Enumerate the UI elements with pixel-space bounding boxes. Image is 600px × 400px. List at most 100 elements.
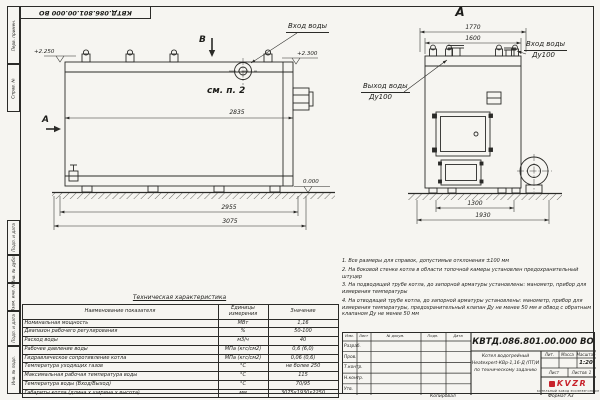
- margin-label: Инв. № дубл.: [10, 254, 16, 284]
- spec-cell: 3075х1930х2250: [267, 388, 339, 399]
- format-label: Формат А3: [548, 393, 574, 399]
- front-view-drawing: [52, 49, 335, 199]
- spec-header: Значение: [267, 304, 339, 320]
- spec-cell: 40: [267, 336, 339, 346]
- tb-scale-label: Масштаб: [576, 352, 596, 357]
- spec-cell: °С: [217, 379, 269, 390]
- company-logo: KVZR КОТЕЛЬНЫЙ ЗАВОД РОСЭНЕРГОПРОМ: [537, 378, 599, 395]
- spec-cell: Температура уходящих газов: [21, 362, 219, 372]
- spec-header: Наименование показателя: [21, 304, 219, 320]
- tb-col-podp: Подп.: [427, 334, 439, 338]
- frame-margin-box: Взам. инв. №: [6, 282, 20, 312]
- elevation-top-label: +2.250: [34, 49, 55, 55]
- spec-cell: м3/ч: [217, 336, 269, 346]
- spec-cell: Гидравлическое сопротивление котла: [21, 353, 219, 364]
- tb-name-line2: Heatexpert-КВр-1,16-Д (ПТ)И: [471, 360, 540, 366]
- notes-block: 1. Все размеры для справок, допустимые о…: [342, 258, 592, 320]
- spec-cell: Расход воды: [21, 336, 219, 346]
- spec-cell: Габариты котла (длина х ширина х высота): [21, 388, 219, 399]
- frame-margin-box: Перв. примен.: [6, 6, 20, 64]
- title-block-grid: [342, 333, 596, 395]
- copied-label: Копировал: [430, 393, 456, 399]
- tb-listov: Листов 1: [568, 369, 596, 375]
- table-row: Диапазон рабочего регулирования%50-100: [21, 327, 339, 337]
- frame-margin-box: Инв. № дубл.: [6, 254, 20, 284]
- tb-row-utv: Утв.: [344, 386, 354, 392]
- tb-doc-number: КВТД.086.801.00.000 ВО: [472, 337, 594, 347]
- spec-cell: °С: [217, 362, 269, 372]
- tb-row-tkontr: Т.контр.: [344, 365, 363, 371]
- tb-col-doc: № докум.: [386, 334, 405, 338]
- margin-label: Взам. инв. №: [10, 282, 16, 312]
- front-water-inlet-label: Вход воды: [286, 22, 330, 33]
- spec-cell: 115: [267, 371, 339, 381]
- tb-row-prov: Пров.: [344, 354, 357, 360]
- note-3: 3. На подводящей трубе котла, до запорно…: [342, 282, 587, 295]
- dim-1930: 1930: [475, 211, 491, 219]
- frame-margin-box: Подп. и дата: [6, 311, 20, 346]
- tb-name: Котел водогрейный Heatexpert-КВр-1,16-Д …: [471, 354, 540, 375]
- tb-col-data: Дата: [453, 334, 463, 338]
- kvzr-logo-mark-icon: [548, 380, 555, 387]
- spec-cell: мм: [217, 388, 269, 399]
- margin-label: Справ. №: [10, 77, 16, 99]
- spec-cell: Номинальная мощность: [21, 318, 219, 329]
- tb-lit-label: Лит.: [544, 352, 555, 357]
- tb-scale-value: 1:20: [579, 359, 593, 366]
- frame-margin-box: Справ. №: [6, 64, 20, 112]
- spec-cell: 0,6 (6,0): [267, 344, 339, 355]
- spec-cell: °С: [217, 371, 269, 381]
- side-water-inlet-line1: Вход воды: [524, 40, 568, 51]
- spec-cell: Температура воды (Вход/Выход): [21, 379, 219, 390]
- tb-listov-label: Листов: [571, 369, 587, 375]
- spec-cell: МПа (кгс/см2): [217, 353, 269, 364]
- margin-label: Подп. и дата: [10, 314, 16, 343]
- section-mark-left: А: [42, 115, 49, 125]
- tb-row-nkontr: Н.контр.: [344, 376, 364, 382]
- spec-cell: МВт: [217, 318, 269, 329]
- title-block: Изм. Лист № докум. Подп. Дата Разраб. Пр…: [341, 332, 599, 395]
- tb-listov-value: 1: [588, 369, 592, 375]
- section-mark-top: В: [199, 35, 206, 45]
- dim-2835: 2835: [229, 109, 245, 116]
- centerlines: [229, 58, 552, 192]
- spec-header: Единицы измерения: [217, 304, 269, 320]
- spec-cell: %: [217, 327, 269, 337]
- kvzr-logo-subtext: КОТЕЛЬНЫЙ ЗАВОД РОСЭНЕРГОПРОМ: [536, 389, 600, 393]
- table-row: Габариты котла (длина х ширина х высота)…: [21, 388, 339, 399]
- kvzr-logo-text: KVZR: [556, 379, 588, 388]
- side-view-drawing: [408, 44, 562, 200]
- spec-header-row: Наименование показателя Единицы измерени…: [21, 304, 339, 320]
- tb-name-line3: по техническому заданию: [474, 367, 537, 373]
- side-view-title: А: [455, 5, 465, 19]
- tb-mass-label: Масса: [561, 352, 574, 357]
- front-view-dimensions: [44, 32, 330, 230]
- dim-3075: 3075: [222, 217, 238, 225]
- side-water-outlet-line2: Ду100: [369, 92, 392, 101]
- dim-2955: 2955: [221, 203, 237, 211]
- spec-cell: Рабочее давление воды: [21, 344, 219, 355]
- doc-number-flipped-box: КВТД.086.801.00.000 ВО: [21, 7, 152, 20]
- note-1: 1. Все размеры для справок, допустимые о…: [342, 258, 509, 264]
- side-water-outlet-label: Выход воды Ду100: [361, 82, 410, 101]
- spec-cell: Диапазон рабочего регулирования: [21, 327, 219, 337]
- spec-cell: 50-100: [267, 327, 339, 337]
- spec-table: Наименование показателя Единицы измерени…: [21, 304, 339, 399]
- elevation-ground-label: 0.000: [303, 179, 319, 185]
- side-water-inlet-label: Вход воды Ду100: [524, 40, 568, 59]
- kvzr-logo-row: KVZR: [548, 379, 588, 388]
- spec-cell: 70/95: [267, 379, 339, 390]
- frame-margin-box: Инв. № подл.: [6, 346, 20, 394]
- elevation-inlet-label: +2.300: [297, 51, 318, 57]
- side-view-dimensions: [403, 28, 550, 224]
- see-note-callout: см. п. 2: [207, 86, 246, 96]
